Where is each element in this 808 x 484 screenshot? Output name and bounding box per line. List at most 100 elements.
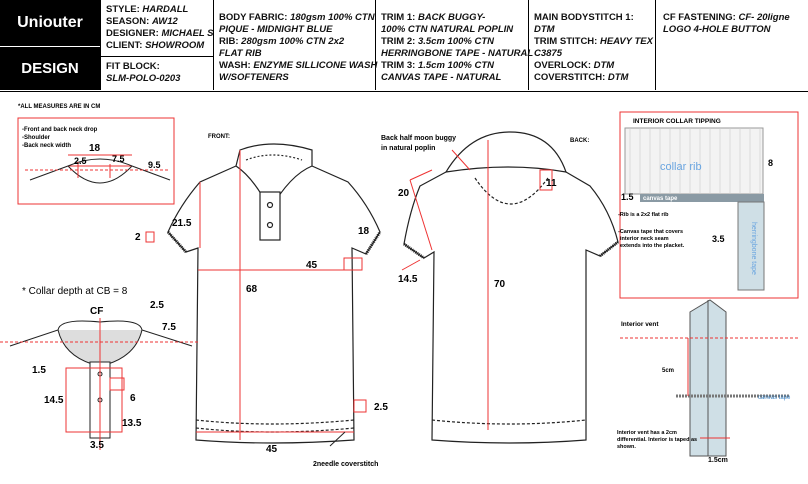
back-measure-70: 70 [494, 279, 506, 290]
trim2-value-2: HERRINGBONE TAPE - NATURAL [381, 48, 534, 59]
trim2-label: TRIM 2: [381, 36, 416, 47]
back-label: BACK: [570, 138, 589, 144]
trim1-value-2: 100% CTN NATURAL POPLIN [381, 24, 514, 35]
neck-note-2: -Shoulder [22, 135, 51, 141]
interior-collar-title: INTERIOR COLLAR TIPPING [633, 118, 721, 125]
fastening-block: CF FASTENING: CF- 20ligne LOGO 4-HOLE BU… [663, 12, 790, 36]
front-measures [145, 150, 367, 440]
main-stitch-label: MAIN BODYSTITCH 1: [534, 12, 634, 23]
neck-note-3: -Back neck width [22, 143, 71, 149]
style-value: HARDALL [142, 4, 189, 15]
fit-label: FIT BLOCK: [106, 61, 160, 72]
collar-detail-drawing [0, 318, 200, 450]
back-buggy-note-2: in natural poplin [381, 145, 435, 152]
coverstitch-note: 2needle coverstitch [313, 461, 378, 468]
rib-note: -Rib is a 2x2 flat rib [618, 212, 669, 218]
rib-value: 280gsm 100% CTN 2x2 [241, 36, 345, 47]
collar-rib-label: collar rib [660, 161, 702, 173]
fabric-block: BODY FABRIC: 180gsm 100% CTN PIQUE - MID… [219, 12, 377, 84]
interior-measure-8: 8 [768, 158, 773, 168]
neck-measure-75: 7.5 [112, 154, 125, 164]
overlock-value: DTM [593, 60, 615, 71]
canvas-tape-label: canvas tape [643, 196, 678, 202]
chest-measure-45: 45 [306, 260, 318, 271]
stitch-block: MAIN BODYSTITCH 1: DTM TRIM STITCH: HEAV… [534, 12, 653, 84]
canvas-note-2: interior neck seam [620, 236, 669, 242]
vent-15-label: 1.5cm [708, 457, 728, 464]
body-fabric-label: BODY FABRIC: [219, 12, 288, 23]
front-label: FRONT: [208, 134, 230, 140]
canvas-note-1: -Canvas tape that covers [618, 229, 683, 235]
vent-5cm-label: 5cm [662, 368, 674, 374]
back-measures [401, 140, 553, 430]
client-value: SHOWROOM [145, 40, 205, 51]
neck-measure-25: 2.5 [74, 156, 87, 166]
main-stitch-value: DTM [534, 24, 555, 35]
fit-block: FIT BLOCK: SLM-POLO-0203 [106, 61, 180, 85]
vent-canvas-label: canvas tape [758, 395, 791, 401]
sleeve-measure-18: 18 [358, 226, 370, 237]
collar-measure-15: 1.5 [32, 365, 46, 376]
vent-note-1: Interior vent has a 2cm [617, 430, 677, 436]
header-divider [655, 0, 656, 90]
fastening-value: CF- 20ligne [738, 12, 790, 23]
garment-technical-drawings: *ALL MEASURES ARE IN CM -Front and back … [0, 104, 800, 468]
collar-measure-145: 14.5 [44, 395, 64, 406]
header-divider [375, 0, 376, 90]
collar-measure-25: 2.5 [150, 300, 164, 311]
trims-block: TRIM 1: BACK BUGGY- 100% CTN NATURAL POP… [381, 12, 533, 84]
season-value: AW12 [151, 16, 178, 27]
coverstitch-value: DTM [607, 72, 629, 83]
canvas-note-3: extends into the placket. [620, 243, 685, 249]
back-measure-145: 14.5 [398, 274, 418, 285]
back-measure-20: 20 [398, 188, 410, 199]
brand-name: Uniouter [17, 14, 83, 31]
spec-header: Uniouter DESIGN STYLE: HARDALL SEASON: A… [0, 0, 808, 92]
style-label: STYLE: [106, 4, 140, 15]
interior-vent-drawing [620, 299, 800, 457]
trim-stitch-value-2: C3875 [534, 48, 562, 59]
measures-note: *ALL MEASURES ARE IN CM [18, 104, 100, 110]
neck-measure-18: 18 [89, 143, 101, 154]
logo-button-value: LOGO 4-HOLE BUTTON [663, 24, 771, 35]
header-divider [213, 0, 214, 90]
trim1-label: TRIM 1: [381, 12, 416, 23]
vent-note-2: differential. Interior is taped as [617, 437, 697, 443]
vent-note-3: shown. [617, 444, 636, 450]
sleeve-measure-215: 21.5 [172, 218, 192, 229]
designer-label: DESIGNER: [106, 28, 159, 39]
trim1-value: BACK BUGGY- [417, 12, 486, 23]
interior-collar-panel: INTERIOR COLLAR TIPPING collar rib canva… [618, 111, 799, 299]
collar-measure-135: 13.5 [122, 418, 142, 429]
wash-value: ENZYME SILLICONE WASH [253, 60, 378, 71]
fastening-label: CF FASTENING: [663, 12, 736, 23]
hem-measure-25: 2.5 [374, 402, 388, 413]
body-fabric-value-2: PIQUE - MIDNIGHT BLUE [219, 24, 333, 35]
interior-measure-15: 1.5 [621, 192, 634, 202]
designer-value: MICHAEL S [161, 28, 214, 39]
collar-measure-35: 3.5 [90, 440, 104, 451]
neck-drop-diagram: -Front and back neck drop -Shoulder -Bac… [17, 117, 175, 205]
collar-depth-note: * Collar depth at CB = 8 [22, 286, 128, 297]
sleeve-measure-2: 2 [135, 232, 141, 243]
client-label: CLIENT: [106, 40, 143, 51]
rib-value-2: FLAT RIB [219, 48, 262, 59]
trim3-value-2: CANVAS TAPE - NATURAL [381, 72, 502, 83]
collar-measure-6: 6 [130, 393, 136, 404]
rib-label: RIB: [219, 36, 239, 47]
trim-stitch-label: TRIM STITCH: [534, 36, 598, 47]
trim-stitch-value: HEAVY TEX [599, 36, 653, 47]
neck-measure-95: 9.5 [148, 160, 161, 170]
header-divider [528, 0, 529, 90]
collar-measure-75: 7.5 [162, 322, 176, 333]
info-block: STYLE: HARDALL SEASON: AW12 DESIGNER: MI… [106, 4, 214, 52]
coverstitch-label: COVERSTITCH: [534, 72, 606, 83]
interior-measure-35: 3.5 [712, 234, 725, 244]
brand-divider [0, 46, 100, 47]
back-polo-drawing [403, 131, 619, 444]
neck-note-1: -Front and back neck drop [22, 127, 98, 133]
overlock-label: OVERLOCK: [534, 60, 591, 71]
wash-label: WASH: [219, 60, 251, 71]
fit-value: SLM-POLO-0203 [106, 73, 181, 84]
wash-value-2: W/SOFTENERS [219, 72, 289, 83]
